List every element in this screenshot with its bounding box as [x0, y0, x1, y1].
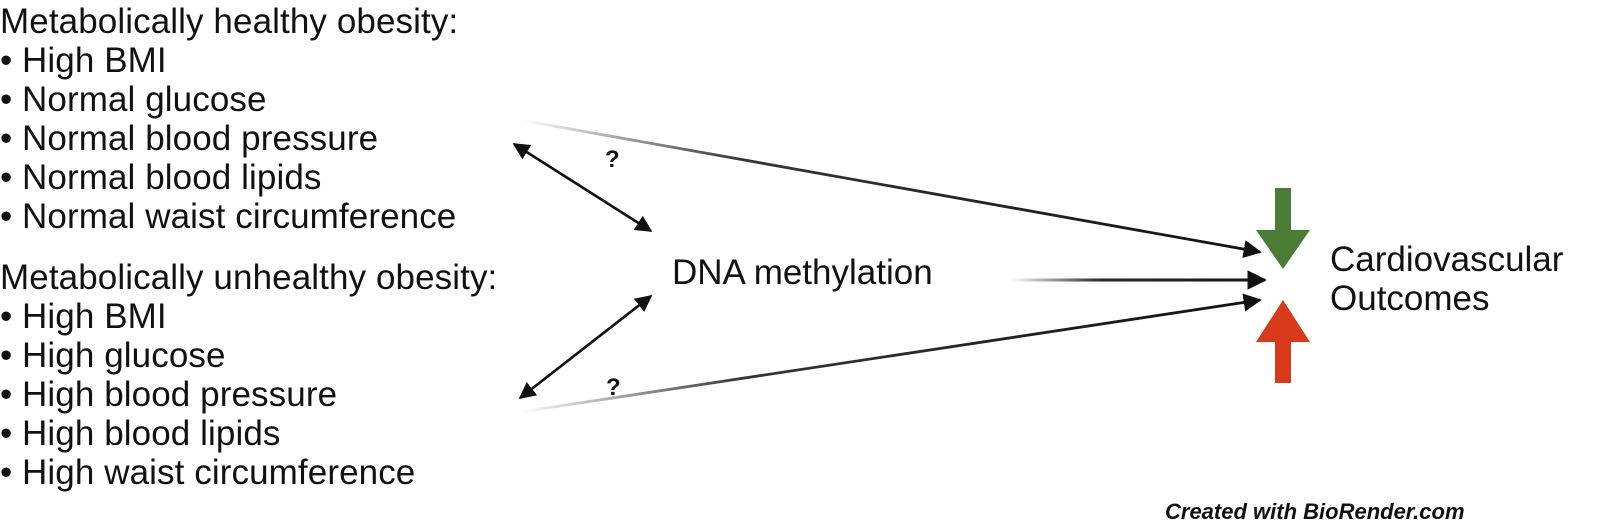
increase-arrow-icon: [1256, 300, 1310, 383]
question-mark-unhealthy: ?: [606, 374, 621, 401]
arrow-unhealthy-to-dna: [518, 294, 653, 400]
list-item: •Normal blood lipids: [0, 158, 322, 197]
list-item: •High BMI: [0, 41, 167, 80]
list-item: •High blood lipids: [0, 414, 281, 453]
unhealthy-obesity-heading: Metabolically unhealthy obesity:: [0, 258, 498, 297]
list-item: •High BMI: [0, 297, 167, 336]
healthy-obesity-heading: Metabolically healthy obesity:: [0, 2, 459, 41]
dna-methylation-label: DNA methylation: [672, 253, 933, 292]
question-mark-healthy: ?: [605, 146, 620, 173]
list-item: •High waist circumference: [0, 453, 416, 492]
biorender-credit: Created with BioRender.com: [1165, 499, 1465, 524]
arrow-unhealthy-to-outcome: [519, 293, 1262, 414]
list-item: •Normal waist circumference: [0, 197, 457, 236]
list-item: •Normal blood pressure: [0, 119, 379, 158]
list-item: •Normal glucose: [0, 80, 267, 119]
list-item: •High blood pressure: [0, 375, 338, 414]
outcome-line-1: Cardiovascular: [1330, 240, 1564, 279]
arrow-healthy-to-dna: [512, 142, 653, 233]
list-item: •High glucose: [0, 336, 226, 375]
decrease-arrow-icon: [1256, 188, 1310, 269]
cardiovascular-outcomes-label: Cardiovascular Outcomes: [1330, 240, 1563, 318]
healthy-obesity-block: Metabolically healthy obesity: •High BMI…: [0, 2, 458, 236]
outcome-line-2: Outcomes: [1330, 279, 1490, 318]
arrow-healthy-to-outcome: [519, 118, 1262, 259]
unhealthy-obesity-block: Metabolically unhealthy obesity: •High B…: [0, 258, 497, 492]
